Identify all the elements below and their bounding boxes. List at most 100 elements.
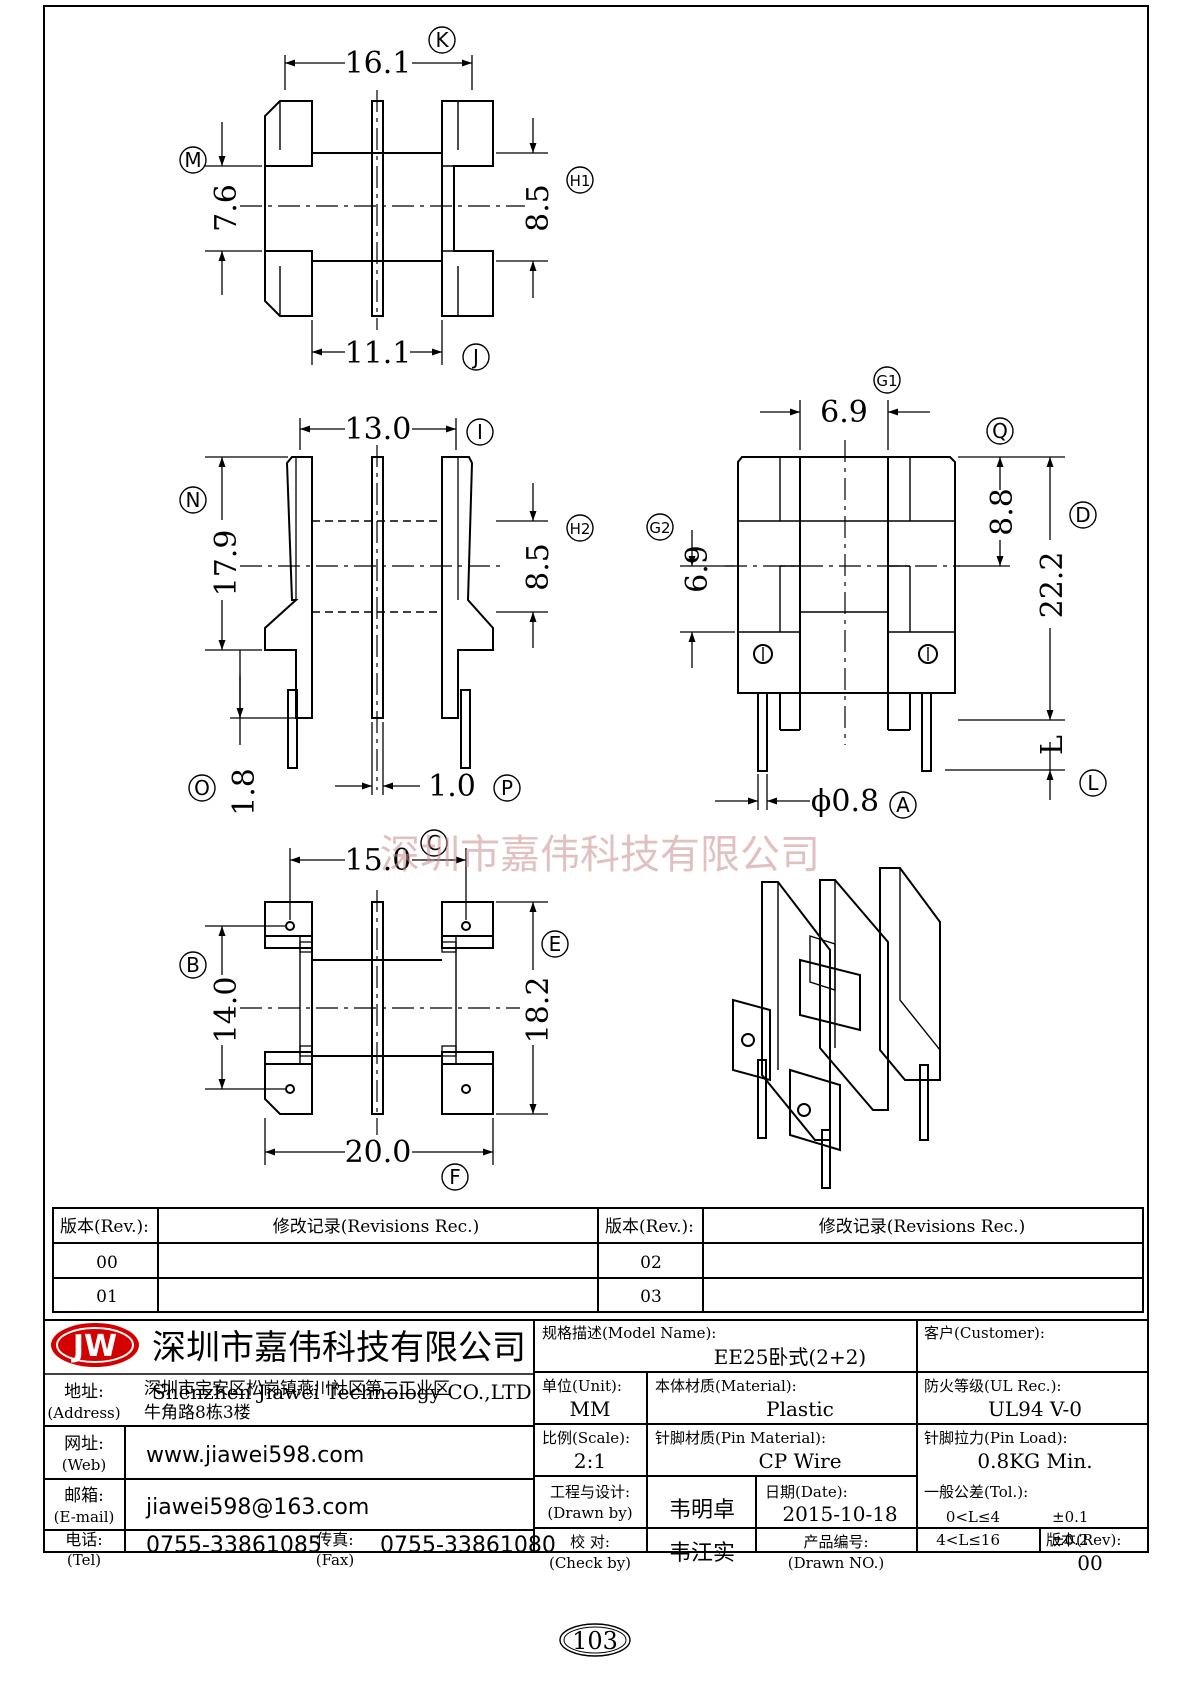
email-label: 邮箱: xyxy=(64,1486,104,1506)
tel-label-en: (Tel) xyxy=(67,1551,101,1569)
unit-label: 单位(Unit): xyxy=(542,1377,622,1395)
tag-J-circle xyxy=(462,343,490,371)
tag-F: F xyxy=(449,1165,461,1189)
tag-F-circle xyxy=(441,1163,469,1191)
company-name-en: Shenzhen Jiawei Technology CO.,LTD xyxy=(152,1380,532,1404)
address-line2: 牛角路8栋3楼 xyxy=(144,1403,251,1423)
web-label: 网址: xyxy=(64,1434,104,1454)
rev-header-left: 版本(Rev.): xyxy=(60,1217,149,1237)
tag-P-circle xyxy=(493,774,521,802)
customer-label: 客户(Customer): xyxy=(924,1324,1045,1342)
dim-1-8: 1.8 xyxy=(227,768,262,816)
tol2-value: ±0.2 xyxy=(1052,1531,1088,1549)
tag-O: O xyxy=(194,776,210,800)
address-line1: 深圳市宝安区松岗镇燕川社区第二工业区 xyxy=(144,1379,450,1399)
tol2-range: 4<L≤16 xyxy=(936,1531,1000,1549)
web-value: www.jiawei598.com xyxy=(146,1443,364,1468)
material-value: Plastic xyxy=(766,1397,834,1421)
watermark: 深圳市嘉伟科技有限公司 xyxy=(380,832,820,878)
company-name-cn: 深圳市嘉伟科技有限公司 xyxy=(152,1328,526,1368)
company-logo: JW xyxy=(51,1323,139,1367)
rev-label-tb: 版本(Rev): xyxy=(1046,1531,1121,1549)
front-view-dims xyxy=(205,418,548,795)
bottom-view xyxy=(240,890,520,1135)
tel-value: 0755-33861085 xyxy=(146,1533,322,1558)
tag-I-circle xyxy=(466,418,494,446)
tag-L: L xyxy=(1087,771,1099,795)
pin-material-label: 针脚材质(Pin Material): xyxy=(655,1429,826,1447)
tag-A-circle xyxy=(889,791,917,819)
rev-row-02: 02 xyxy=(640,1253,662,1273)
tag-A: A xyxy=(896,793,910,817)
tag-P: P xyxy=(501,776,513,800)
pin-load-label: 针脚拉力(Pin Load): xyxy=(924,1429,1068,1447)
tol1-value: ±0.1 xyxy=(1052,1508,1088,1526)
fax-label-en: (Fax) xyxy=(316,1551,355,1569)
dim-17-9: 17.9 xyxy=(209,530,244,597)
drawn-by-value: 韦明卓 xyxy=(669,1498,735,1523)
drawn-label-en: (Drawn by) xyxy=(547,1504,632,1522)
sheet-border xyxy=(43,5,1149,1553)
dim-16-1: 16.1 xyxy=(345,46,412,81)
tag-B: B xyxy=(186,953,200,977)
tag-Q: Q xyxy=(992,419,1008,443)
rec-header-left: 修改记录(Revisions Rec.) xyxy=(273,1217,479,1237)
no-label: 产品编号: xyxy=(803,1533,868,1551)
pin-material-value: CP Wire xyxy=(758,1449,841,1473)
dim-11-1: 11.1 xyxy=(345,336,412,371)
tag-C-circle xyxy=(420,829,448,857)
dim-18-2: 18.2 xyxy=(521,977,556,1044)
tag-M: M xyxy=(184,148,201,172)
date-label: 日期(Date): xyxy=(765,1483,848,1501)
tag-J: J xyxy=(471,345,479,369)
date-value: 2015-10-18 xyxy=(782,1502,897,1526)
tag-K: K xyxy=(435,28,449,52)
check-label-en: (Check by) xyxy=(549,1554,631,1572)
tag-N-circle xyxy=(179,486,207,514)
tag-M-circle xyxy=(179,146,207,174)
page-number-badge: 103 xyxy=(559,1623,631,1657)
dim-8-5-top: 8.5 xyxy=(521,184,556,232)
dim-7-6: 7.6 xyxy=(209,184,244,232)
ul-value: UL94 V-0 xyxy=(988,1397,1082,1421)
page-number: 103 xyxy=(572,1627,618,1655)
title-block-grid xyxy=(44,1319,1148,1552)
dim-13-0: 13.0 xyxy=(345,412,412,447)
tag-B-circle xyxy=(179,951,207,979)
email-value: jiawei598@163.com xyxy=(145,1495,369,1520)
rev-row-00: 00 xyxy=(96,1253,118,1273)
dim-8-8: 8.8 xyxy=(985,488,1020,536)
fax-value: 0755-33861080 xyxy=(380,1533,556,1558)
dim-1-0: 1.0 xyxy=(428,769,476,804)
ul-label: 防火等级(UL Rec.): xyxy=(924,1377,1061,1395)
drawn-label: 工程与设计: xyxy=(550,1483,630,1501)
dim-20-0: 20.0 xyxy=(345,1135,412,1170)
tag-E-circle xyxy=(541,930,569,958)
tag-H2: H2 xyxy=(570,520,591,538)
rev-header-right: 版本(Rev.): xyxy=(605,1217,694,1237)
pin-load-value: 0.8KG Min. xyxy=(977,1449,1092,1473)
tag-G2: G2 xyxy=(649,519,670,537)
bottom-view-dims xyxy=(205,848,548,1165)
scale-label: 比例(Scale): xyxy=(542,1429,630,1447)
front-view xyxy=(240,445,500,790)
isometric-view xyxy=(732,867,941,1189)
tag-D-circle xyxy=(1069,501,1097,529)
tel-label: 电话: xyxy=(65,1530,102,1549)
tag-D: D xyxy=(1075,503,1090,527)
tag-E: E xyxy=(549,932,562,956)
no-label-en: (Drawn NO.) xyxy=(788,1554,884,1572)
top-view-dims xyxy=(205,55,548,365)
model-label: 规格描述(Model Name): xyxy=(542,1324,716,1342)
tag-H1-circle xyxy=(566,166,594,194)
tag-Q-circle xyxy=(986,417,1014,445)
dim-L: L xyxy=(1035,735,1070,755)
address-label: 地址: xyxy=(64,1382,104,1402)
tag-I: I xyxy=(477,420,483,444)
tag-G1: G1 xyxy=(876,372,897,390)
tag-K-circle xyxy=(428,26,456,54)
dim-22-2: 22.2 xyxy=(1035,552,1070,619)
side-view xyxy=(725,440,960,772)
rev-row-03: 03 xyxy=(640,1287,662,1307)
